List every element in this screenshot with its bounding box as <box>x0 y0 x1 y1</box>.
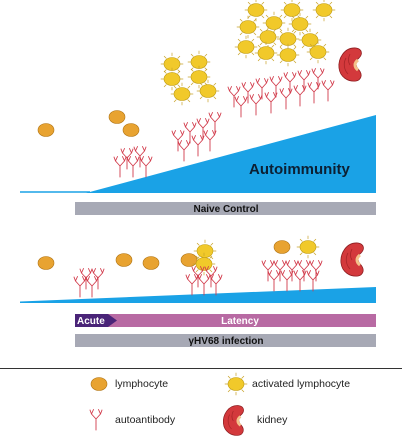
autoantibody-icon <box>120 148 134 170</box>
bottom-lymphocytes <box>37 240 291 270</box>
activated-lymphocyte-icon <box>312 0 336 22</box>
activated-lymphocyte-icon <box>224 372 248 396</box>
lymphocyte-icon <box>180 253 198 267</box>
autoantibody-icon <box>209 274 223 296</box>
kidney-icon <box>337 46 363 83</box>
activated-lymphocyte-icon <box>296 235 320 259</box>
lymphocyte-icon <box>90 377 108 391</box>
lymphocyte-icon <box>108 110 126 124</box>
top-activated-lymphocytes <box>160 0 336 106</box>
acute-label: Acute <box>77 316 105 327</box>
naive-control-bar <box>75 202 376 215</box>
autoantibody-icon <box>183 122 197 144</box>
lymphocyte-icon <box>273 240 291 254</box>
autoantibody-icon <box>264 92 278 114</box>
top-lymphocytes <box>37 110 140 137</box>
activated-lymphocyte-icon <box>254 41 278 65</box>
legend-kidney-label: kidney <box>257 414 288 426</box>
autoimmunity-label: Autoimmunity <box>249 161 350 178</box>
autoantibody-icon <box>280 270 294 292</box>
infection-label: γHV68 infection <box>188 336 263 347</box>
top-panel: Autoimmunity <box>20 0 376 215</box>
autoantibody-icon <box>297 260 311 282</box>
legend-activated-lymphocyte-label: activated lymphocyte <box>252 378 351 390</box>
autoantibody-icon <box>283 72 297 94</box>
infection-bar <box>75 334 376 347</box>
autoantibody-icon <box>208 112 222 134</box>
legend-autoantibody-label: autoantibody <box>115 414 176 426</box>
autoantibody-icon <box>91 268 105 290</box>
autoantibody-icon <box>196 118 210 140</box>
autoantibody-icon <box>279 88 293 110</box>
latency-bar <box>75 314 376 327</box>
latency-label: Latency <box>221 316 259 327</box>
autoantibody-icon <box>285 260 299 282</box>
autoantibody-icon <box>234 96 248 118</box>
kidney-icon <box>221 404 245 437</box>
autoantibody-icon <box>191 135 205 157</box>
lymphocyte-icon <box>115 253 133 267</box>
lymphocyte-icon <box>122 123 140 137</box>
autoantibody-icon <box>89 409 103 431</box>
bottom-activated-lymphocytes <box>192 235 320 276</box>
autoantibody-icon <box>269 76 283 98</box>
activated-lymphocyte-icon <box>306 40 330 64</box>
autoantibody-icon <box>126 156 140 178</box>
autoantibody-icon <box>139 156 153 178</box>
autoantibody-icon <box>293 85 307 107</box>
lymphocyte-icon <box>37 256 55 270</box>
kidney-icon <box>339 241 365 278</box>
autoantibody-icon <box>204 266 218 288</box>
activated-lymphocyte-icon <box>160 67 184 91</box>
naive-control-label: Naive Control <box>193 204 258 215</box>
activated-lymphocyte-icon <box>236 15 260 39</box>
autoantibody-icon <box>203 130 217 152</box>
autoantibody-icon <box>306 270 320 292</box>
lymphocyte-icon <box>142 256 160 270</box>
autoantibody-icon <box>177 140 191 162</box>
activated-lymphocyte-icon <box>234 35 258 59</box>
activated-lymphocyte-icon <box>170 82 194 106</box>
autoantibody-icon <box>85 276 99 298</box>
autoimmunity-wedge <box>86 115 376 193</box>
legend-lymphocyte-label: lymphocyte <box>115 378 169 390</box>
autoantibody-icon <box>321 80 335 102</box>
autoantibody-icon <box>197 274 211 296</box>
autoantibody-icon <box>113 156 127 178</box>
lymphocyte-icon <box>37 123 55 137</box>
infection-wedge <box>20 287 376 303</box>
autoantibody-icon <box>73 276 87 298</box>
autoantibody-icon <box>307 82 321 104</box>
legend <box>89 372 248 437</box>
activated-lymphocyte-icon <box>288 12 312 36</box>
autoantibody-icon <box>79 268 93 290</box>
autoantibody-icon <box>267 270 281 292</box>
activated-lymphocyte-icon <box>196 79 220 103</box>
acute-arrow <box>75 314 117 327</box>
bottom-panel: Acute Latency γHV68 infection <box>20 235 376 347</box>
autoantibody-icon <box>249 94 263 116</box>
autoantibody-icon <box>185 274 199 296</box>
